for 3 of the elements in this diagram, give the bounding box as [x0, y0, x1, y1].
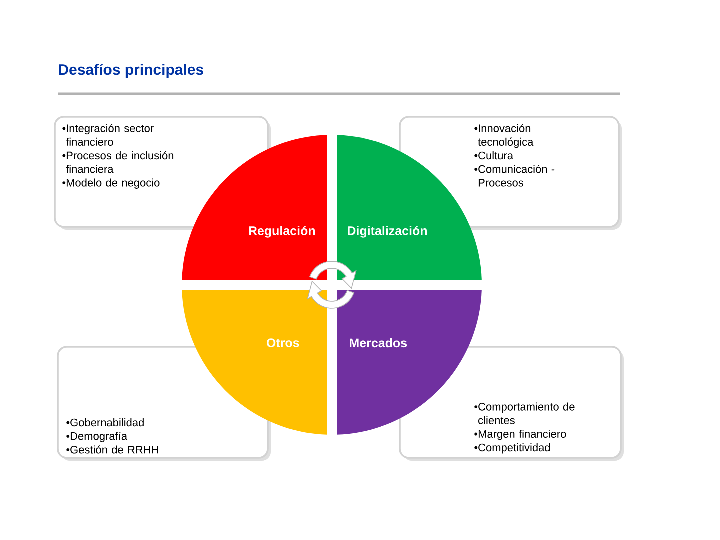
title: Desafíos principales [59, 64, 204, 78]
quadrant: Otros [182, 290, 327, 435]
quadrant: Regulación [182, 135, 327, 280]
